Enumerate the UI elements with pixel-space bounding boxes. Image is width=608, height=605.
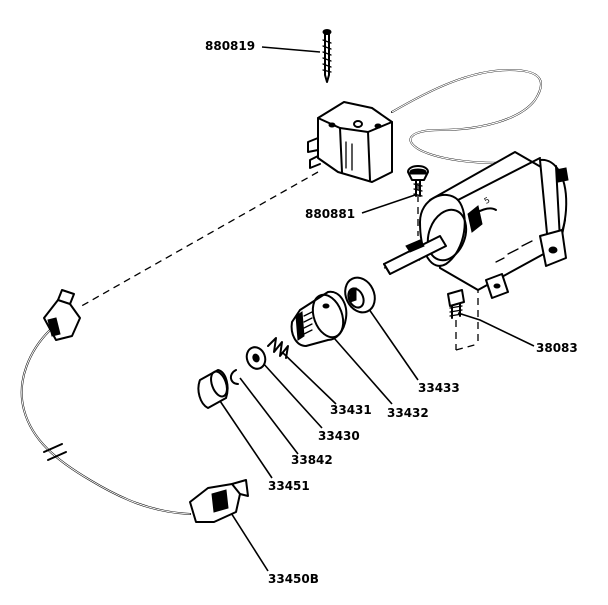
label-button-screw: 880881 [305,207,355,221]
label-end-cap: 33433 [418,381,460,395]
label-terminal-screw: 38083 [536,341,578,355]
label-washer: 33430 [318,429,360,443]
motor-body: 5 [419,151,569,299]
pinion-gear-part [290,290,348,347]
retaining-ring-part [230,369,239,385]
screw-part [322,29,332,83]
motor-shaft [383,235,447,275]
label-cap: 33451 [268,479,310,493]
label-cord: 33450B [268,572,319,586]
leader-lines [217,46,535,572]
terminal-screw-part [447,289,465,319]
switch-block [307,101,393,183]
label-screw: 880819 [205,39,255,53]
cap-part [197,369,229,409]
label-pinion-gear: 33432 [387,406,429,420]
extension-cord-part [20,289,249,523]
power-cord [391,69,542,164]
washer-part [245,346,267,370]
svg-text:5: 5 [483,195,492,205]
end-cap-part [344,276,376,314]
spring-part [267,337,289,359]
button-screw-part [407,165,429,197]
label-spring: 33431 [330,403,372,417]
label-retaining-ring: 33842 [291,453,333,467]
